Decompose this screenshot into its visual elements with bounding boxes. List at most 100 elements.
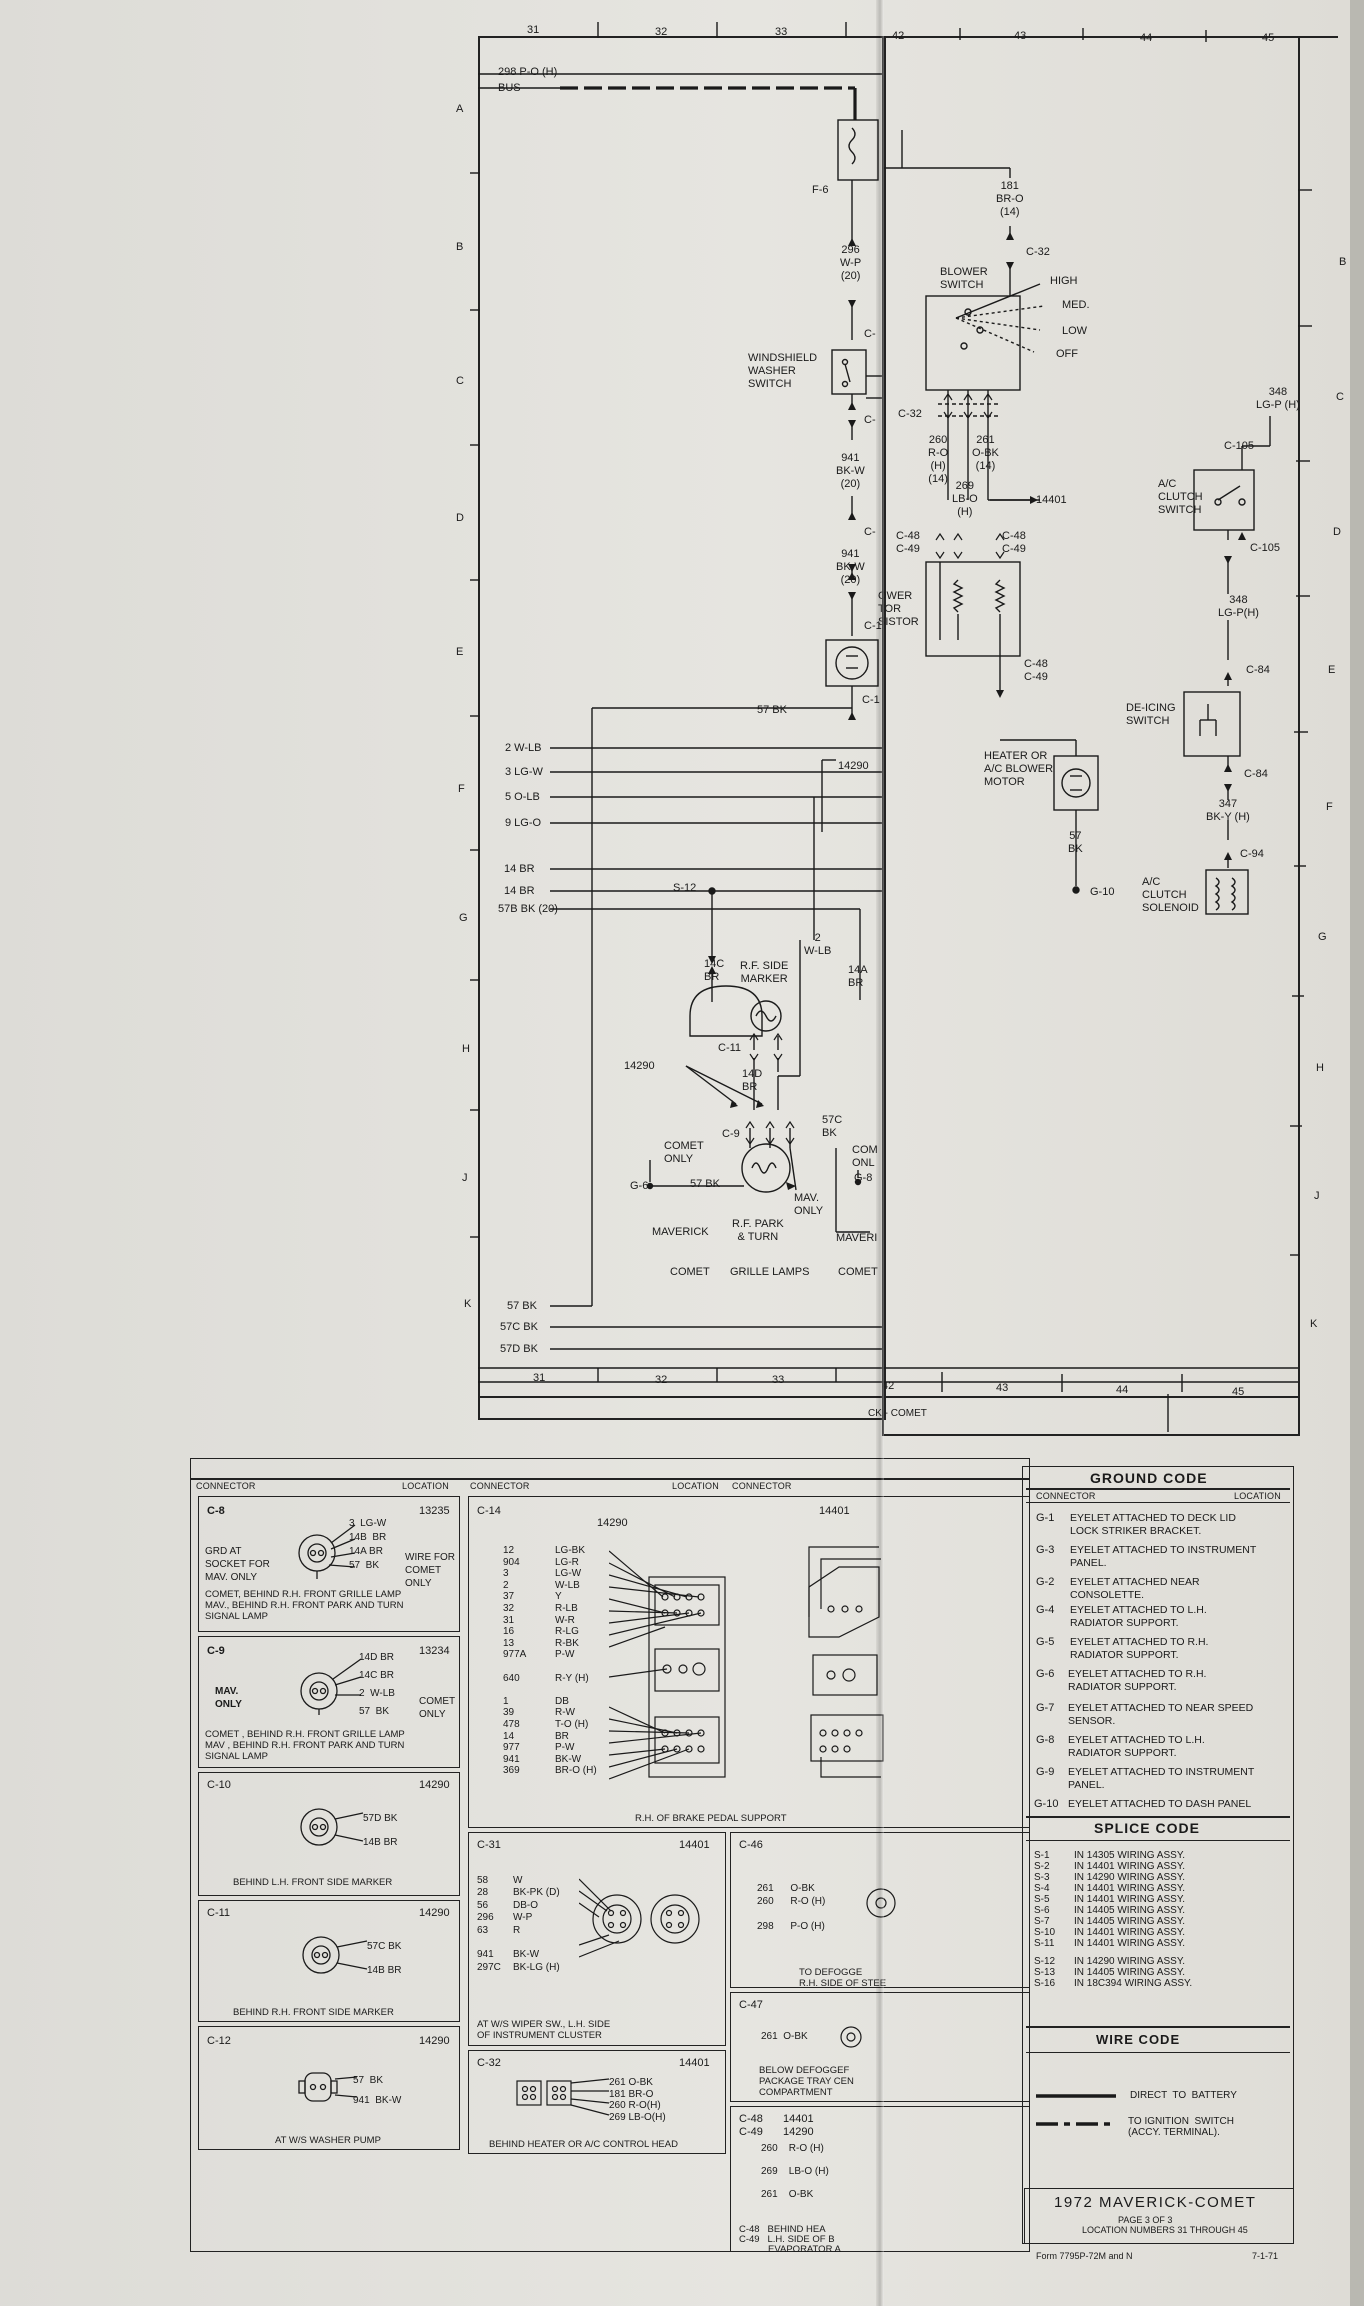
label-c105b: C-105 <box>1250 542 1280 554</box>
connector-c10: C-10 14290 57D BK 14B BR BEHIND L.H. FRO… <box>198 1772 460 1896</box>
c8-side: GRD AT SOCKET FOR MAV. ONLY <box>205 1546 270 1583</box>
label-296: 296 W-P (20) <box>840 244 862 282</box>
splice-location: IN 14401 WIRING ASSY. <box>1074 1938 1185 1949</box>
splice-code-heading: SPLICE CODE <box>1094 1820 1200 1836</box>
c11-connector-face <box>302 1936 368 1974</box>
label-c32a: C-32 <box>1026 246 1050 258</box>
splice-location: IN 14401 WIRING ASSY. <box>1074 1883 1185 1894</box>
title-page: PAGE 3 OF 3 <box>1118 2215 1173 2225</box>
label-c48b: C-48 C-49 <box>1002 530 1026 555</box>
col-42: 42 <box>892 30 905 42</box>
c31-caption: AT W/S WIPER SW., L.H. SIDE OF INSTRUMEN… <box>477 2019 611 2041</box>
row-e-right: E <box>1328 664 1336 676</box>
ground-code: G-10 <box>1034 1798 1059 1810</box>
c32-caption: BEHIND HEATER OR A/C CONTROL HEAD <box>489 2139 678 2150</box>
c47-id: C-47 <box>739 1999 763 2011</box>
wire-9: 9 LG-O <box>505 817 542 829</box>
label-14290b: 14290 <box>624 1060 655 1072</box>
c31-id: C-31 <box>477 1839 501 1851</box>
connector-c48: C-48 C-49 14401 14290 260 R-O (H) 269 LB… <box>730 2106 1030 2255</box>
row-b-right: B <box>1339 256 1347 268</box>
ground-code: G-1 <box>1036 1512 1055 1524</box>
splice-code: S-5 <box>1034 1894 1050 1905</box>
splice-code: S-11 <box>1034 1938 1055 1949</box>
row-c: C <box>456 375 464 387</box>
circuit-wiring <box>470 22 1312 1432</box>
splice-code: S-2 <box>1034 1861 1050 1872</box>
ground-location: EYELET ATTACHED TO NEAR SPEED SENSOR. <box>1068 1702 1254 1727</box>
c32-num: 14401 <box>679 2057 710 2069</box>
label-c9: C-9 <box>722 1128 740 1140</box>
splice-location: IN 14290 WIRING ASSY. <box>1074 1872 1185 1883</box>
date: 7-1-71 <box>1252 2251 1279 2261</box>
c8-caption: COMET, BEHIND R.H. FRONT GRILLE LAMP MAV… <box>205 1589 404 1622</box>
col-31-bottom: 31 <box>533 1372 546 1384</box>
wire-code-heading: WIRE CODE <box>1096 2032 1181 2047</box>
col-32: 32 <box>655 26 668 38</box>
ground-location: EYELET ATTACHED TO L.H. RADIATOR SUPPORT… <box>1068 1734 1205 1759</box>
label-med: MED. <box>1062 299 1090 311</box>
wire-57c: 57C BK <box>500 1321 538 1333</box>
label-comet-2: COMET <box>838 1266 878 1278</box>
splice-code: S-10 <box>1034 1927 1056 1938</box>
connector-c12: C-12 14290 57 BK 941 BK-W AT W/S WASHER … <box>198 2026 460 2150</box>
ground-code: G-3 <box>1036 1544 1055 1556</box>
splice-code: S-4 <box>1034 1883 1050 1894</box>
wire-code-rule <box>1026 2026 1290 2028</box>
ground-location: EYELET ATTACHED TO L.H. RADIATOR SUPPORT… <box>1070 1604 1207 1629</box>
row-c-right: C <box>1336 391 1344 403</box>
splice-location: IN 14401 WIRING ASSY. <box>1074 1894 1185 1905</box>
label-maverick: MAVERICK <box>652 1226 709 1238</box>
connector-c32: C-32 14401 261 O-BK 181 BR-O 260 R-O(H) … <box>468 2050 726 2154</box>
ground-location: EYELET ATTACHED TO R.H. RADIATOR SUPPORT… <box>1070 1636 1209 1661</box>
label-resistor: OWER TOR SISTOR <box>878 590 919 628</box>
wire-code-legend <box>1036 2094 1116 2126</box>
wire-57: 57 BK <box>507 1300 537 1312</box>
ground-code: G-6 <box>1036 1668 1055 1680</box>
label-comet-only-2: COM ONL <box>852 1144 878 1169</box>
label-c94: C-94 <box>1240 848 1264 860</box>
splice-code: S-13 <box>1034 1967 1056 1978</box>
page-gutter-shadow <box>1350 0 1364 2306</box>
c31-connector-face <box>579 1878 700 1958</box>
splice-code: S-7 <box>1034 1916 1050 1927</box>
c32-id: C-32 <box>477 2057 501 2069</box>
label-14a: 14A BR <box>848 964 868 989</box>
c10-num: 14290 <box>419 1779 450 1791</box>
c12-caption: AT W/S WASHER PUMP <box>275 2135 381 2146</box>
ground-code: G-8 <box>1036 1734 1055 1746</box>
label-off: OFF <box>1056 348 1078 360</box>
connector-c31: C-31 14401 58 28 56 296 63 941 297C W BK… <box>468 1832 726 2046</box>
splice-location: IN 14290 WIRING ASSY. <box>1074 1956 1185 1967</box>
c12-pins: 57 BK 941 BK-W <box>353 2075 402 2106</box>
row-g-right: G <box>1318 931 1327 943</box>
label-14d: 14D BR <box>742 1068 763 1093</box>
c8-note: WIRE FOR COMET ONLY <box>405 1552 455 1589</box>
splice-location: IN 18C394 WIRING ASSY. <box>1074 1978 1193 1989</box>
label-c11: C-11 <box>718 1042 742 1054</box>
row-h: H <box>462 1043 470 1055</box>
label-14c: 14C BR <box>704 958 725 983</box>
label-g8: G-8 <box>854 1172 873 1184</box>
c48-num: 14401 14290 <box>783 2113 814 2138</box>
row-f: F <box>458 783 465 795</box>
connector-c8: C-8 13235 3 LG-W 14B BR 14A BR 57 BK GRD… <box>198 1496 460 1632</box>
label-low: LOW <box>1062 325 1088 337</box>
c47-caption: BELOW DEFOGGEF PACKAGE TRAY CEN COMPARTM… <box>759 2065 854 2098</box>
label-ac-clutch-switch: A/C CLUTCH SWITCH <box>1158 478 1203 516</box>
label-c-e: C-1 <box>862 694 880 706</box>
c12-id: C-12 <box>207 2035 231 2047</box>
row-h-right: H <box>1316 1062 1324 1074</box>
label-c84b: C-84 <box>1244 768 1268 780</box>
col-31: 31 <box>527 24 540 36</box>
splice-location: IN 14401 WIRING ASSY. <box>1074 1861 1185 1872</box>
row-k: K <box>464 1298 472 1310</box>
splice-code: S-12 <box>1034 1956 1056 1967</box>
connector-c47: C-47 261 O-BK BELOW DEFOGGEF PACKAGE TRA… <box>730 1992 1030 2102</box>
ground-col-connector: CONNECTOR <box>1036 1491 1096 1501</box>
c8-connector-face <box>298 1524 356 1579</box>
label-comet-only: COMET ONLY <box>664 1140 704 1165</box>
ground-code-rule <box>1026 1488 1290 1490</box>
wire-2: 2 W-LB <box>505 742 542 754</box>
splice-code-rule <box>1026 1816 1290 1818</box>
